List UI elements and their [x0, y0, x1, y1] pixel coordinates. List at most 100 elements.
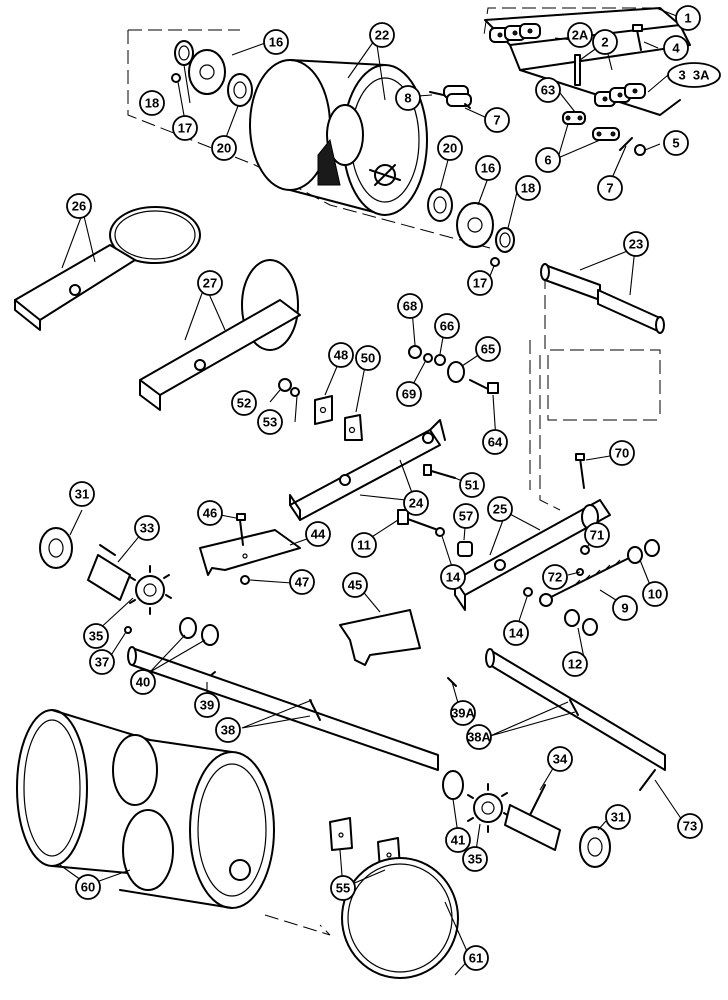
svg-text:60: 60	[81, 880, 95, 895]
bearings-left	[171, 40, 253, 107]
svg-text:17: 17	[178, 121, 192, 136]
svg-text:14: 14	[446, 570, 461, 585]
shaft-38a	[447, 648, 666, 771]
bolt-11-spacer-57	[397, 509, 473, 557]
callout-39: 39	[194, 692, 220, 718]
svg-text:35: 35	[468, 852, 482, 867]
callout-47: 47	[289, 569, 315, 595]
callout-23: 23	[623, 231, 649, 257]
svg-text:7: 7	[606, 181, 613, 196]
svg-text:38A: 38A	[467, 730, 491, 745]
svg-text:69: 69	[402, 387, 416, 402]
svg-text:71: 71	[590, 528, 604, 543]
svg-text:18: 18	[145, 96, 159, 111]
callout-68: 68	[397, 293, 423, 319]
svg-text:9: 9	[621, 601, 628, 616]
callout-9: 9	[612, 595, 638, 621]
callout-35a: 35	[83, 623, 109, 649]
callout-55: 55	[330, 875, 356, 901]
svg-text:46: 46	[203, 506, 217, 521]
callout-60: 60	[75, 874, 101, 900]
callout-44: 44	[305, 521, 331, 547]
callout-2a: 2A	[567, 22, 593, 48]
svg-text:17: 17	[473, 276, 487, 291]
drum-60	[16, 709, 275, 909]
svg-text:50: 50	[361, 351, 375, 366]
callout-57: 57	[453, 503, 479, 529]
callout-5: 5	[663, 130, 689, 156]
svg-text:27: 27	[203, 276, 217, 291]
callouts: 1 2A 2 4 3 3A 63 7 6 5 7 8 16 18 17 20 2…	[66, 5, 721, 971]
callout-1: 1	[675, 5, 701, 31]
callout-45: 45	[342, 572, 368, 598]
spring-and-nuts	[523, 539, 660, 636]
callout-27: 27	[197, 270, 223, 296]
svg-text:45: 45	[348, 578, 362, 593]
bearings-right	[427, 188, 515, 267]
svg-text:16: 16	[481, 161, 495, 176]
callout-39a: 39A	[450, 700, 476, 726]
bolts-51-70	[423, 453, 585, 489]
callout-51: 51	[459, 472, 485, 498]
svg-text:23: 23	[629, 237, 643, 252]
callout-31b: 31	[605, 804, 631, 830]
svg-text:31: 31	[611, 810, 625, 825]
callout-11: 11	[351, 532, 377, 558]
svg-text:70: 70	[615, 446, 629, 461]
shaft-38	[127, 646, 439, 771]
callout-18a: 18	[139, 90, 165, 116]
svg-text:11: 11	[357, 538, 371, 553]
callout-70: 70	[609, 440, 635, 466]
callout-31a: 31	[69, 481, 95, 507]
svg-text:44: 44	[311, 527, 326, 542]
svg-text:34: 34	[553, 752, 568, 767]
svg-text:52: 52	[237, 396, 251, 411]
callout-12: 12	[562, 651, 588, 677]
callout-40: 40	[130, 669, 156, 695]
plates-44-45	[199, 513, 421, 666]
svg-text:5: 5	[672, 136, 679, 151]
svg-text:41: 41	[451, 833, 465, 848]
svg-text:38: 38	[221, 723, 235, 738]
callout-41: 41	[445, 827, 471, 853]
callout-20a: 20	[211, 135, 237, 161]
svg-text:8: 8	[404, 91, 411, 106]
svg-text:6: 6	[544, 153, 551, 168]
svg-text:7: 7	[493, 113, 500, 128]
svg-text:63: 63	[541, 83, 555, 98]
callout-3-3a: 3 3A	[667, 62, 721, 88]
arm-27	[139, 259, 301, 411]
callout-17a: 17	[172, 115, 198, 141]
svg-text:51: 51	[465, 478, 479, 493]
callout-72: 72	[542, 564, 568, 590]
callout-4: 4	[663, 35, 689, 61]
callout-35b: 35	[462, 846, 488, 872]
svg-text:40: 40	[136, 675, 150, 690]
svg-text:68: 68	[403, 299, 417, 314]
arm-24	[289, 419, 446, 521]
svg-text:53: 53	[263, 415, 277, 430]
callout-52: 52	[231, 390, 257, 416]
callout-2: 2	[592, 29, 618, 55]
hardware-upper-mid	[408, 345, 499, 394]
svg-text:2: 2	[601, 35, 608, 50]
callout-7a: 7	[484, 107, 510, 133]
callout-61: 61	[463, 945, 489, 971]
callout-38a: 38A	[466, 724, 492, 750]
callout-22: 22	[369, 22, 395, 48]
svg-text:18: 18	[521, 181, 535, 196]
sprocket-left	[39, 527, 219, 681]
svg-text:12: 12	[568, 657, 582, 672]
sprocket-right	[442, 769, 656, 868]
arm-25	[454, 499, 611, 611]
callout-17b: 17	[467, 270, 493, 296]
svg-text:10: 10	[648, 587, 662, 602]
callout-69: 69	[396, 381, 422, 407]
callout-25: 25	[487, 496, 513, 522]
plates-48-50	[278, 378, 363, 441]
callout-33: 33	[134, 515, 160, 541]
chain-guard-assembly	[429, 7, 691, 156]
callout-14a: 14	[440, 564, 466, 590]
callout-16b: 16	[475, 155, 501, 181]
